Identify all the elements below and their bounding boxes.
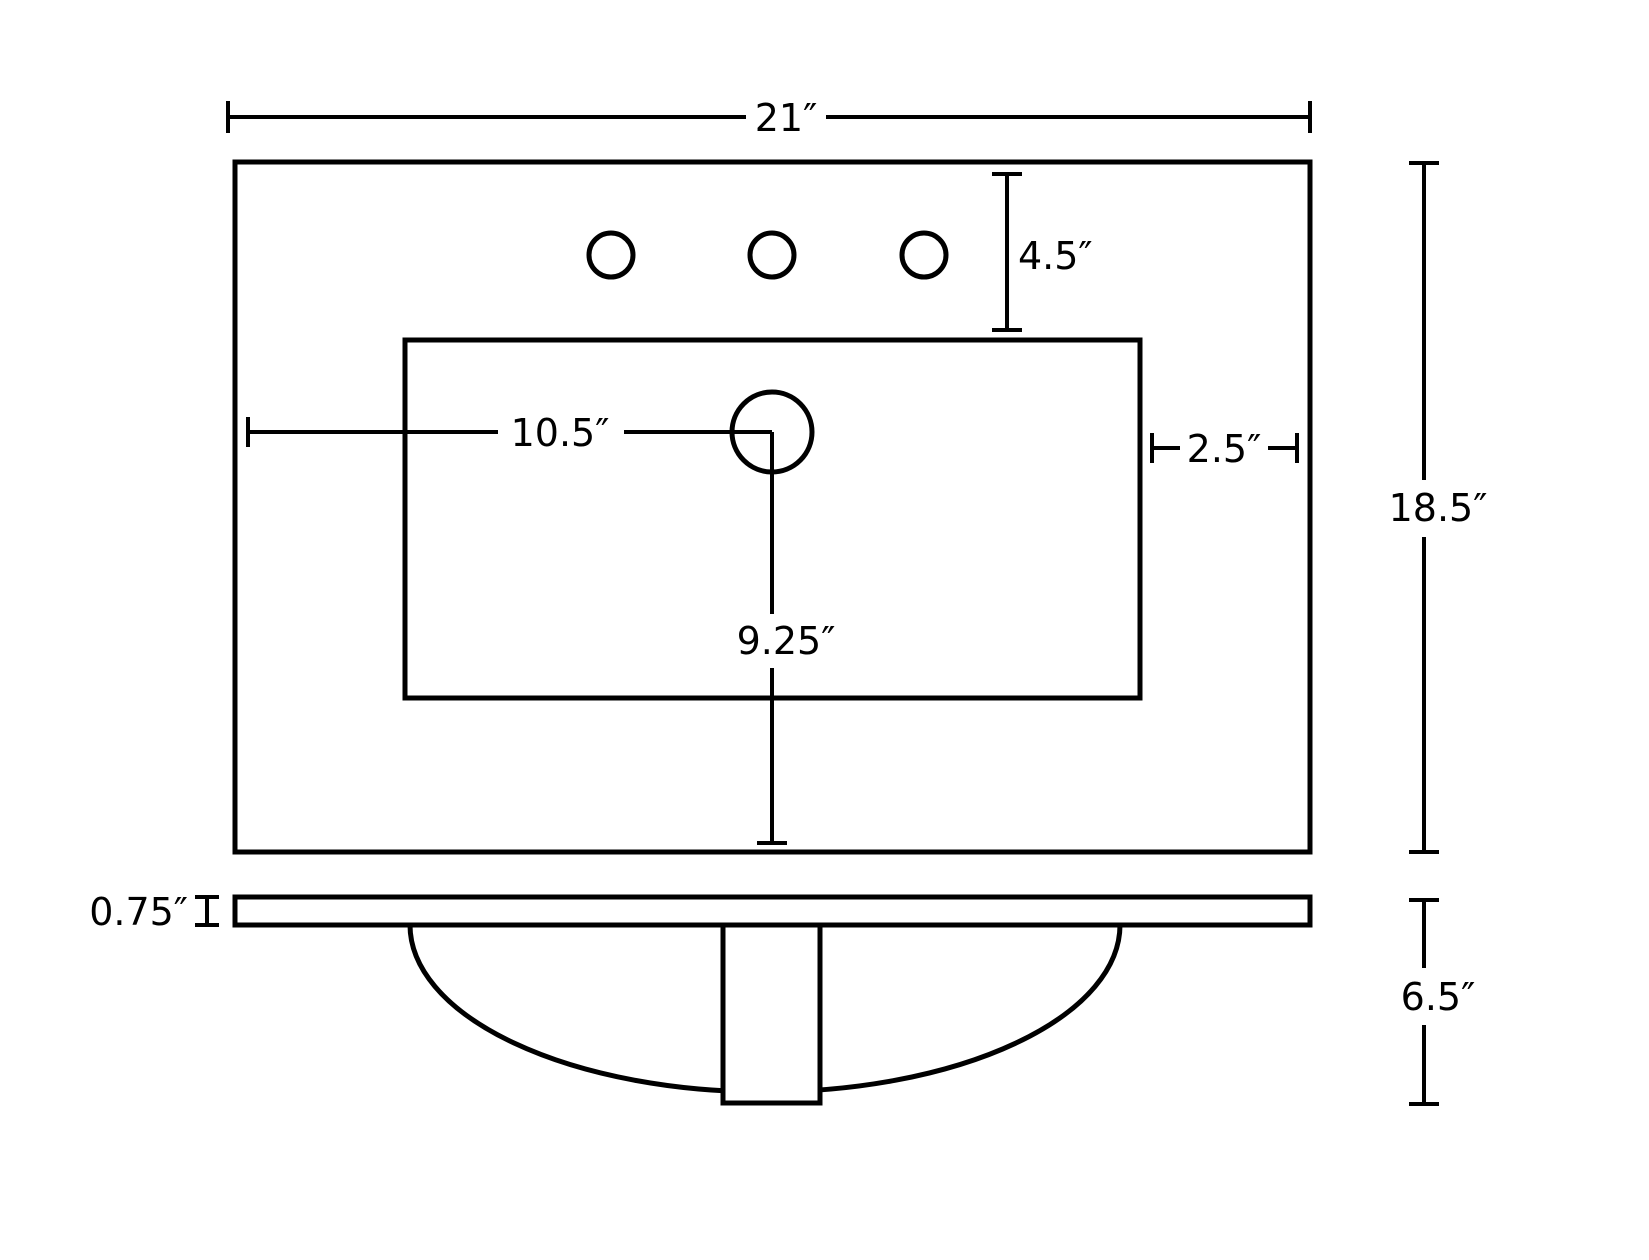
drain-from-front-label: 9.25″ [737, 619, 836, 663]
overall-width-dimension: 21″ [226, 96, 1312, 140]
bowl-depth-label: 6.5″ [1401, 975, 1476, 1019]
drain-from-left-label: 10.5″ [511, 411, 610, 455]
front-section-view [232, 894, 1313, 1106]
drain-from-front-dimension: 9.25″ [737, 432, 836, 845]
overall-depth-dimension: 18.5″ [1389, 161, 1488, 854]
faucet-setback-dimension: 4.5″ [992, 172, 1093, 332]
faucet-hole-right [899, 230, 949, 280]
overall-width-label: 21″ [755, 96, 818, 140]
basin-clearance-dimension: 2.5″ [1150, 427, 1299, 471]
drain-from-left-dimension: 10.5″ [246, 411, 772, 455]
deck-thickness-label: 0.75″ [89, 890, 188, 934]
countertop-outline [232, 159, 1313, 855]
countertop-deck [232, 894, 1313, 928]
deck-thickness-dimension: 0.75″ [89, 890, 219, 934]
faucet-setback-label: 4.5″ [1018, 234, 1093, 278]
basin-clearance-label: 2.5″ [1187, 427, 1262, 471]
faucet-hole-center [747, 230, 797, 280]
overall-depth-label: 18.5″ [1389, 486, 1488, 530]
faucet-hole-left [586, 230, 636, 280]
bowl-depth-dimension: 6.5″ [1401, 898, 1476, 1106]
drain-pipe [720, 922, 823, 1106]
